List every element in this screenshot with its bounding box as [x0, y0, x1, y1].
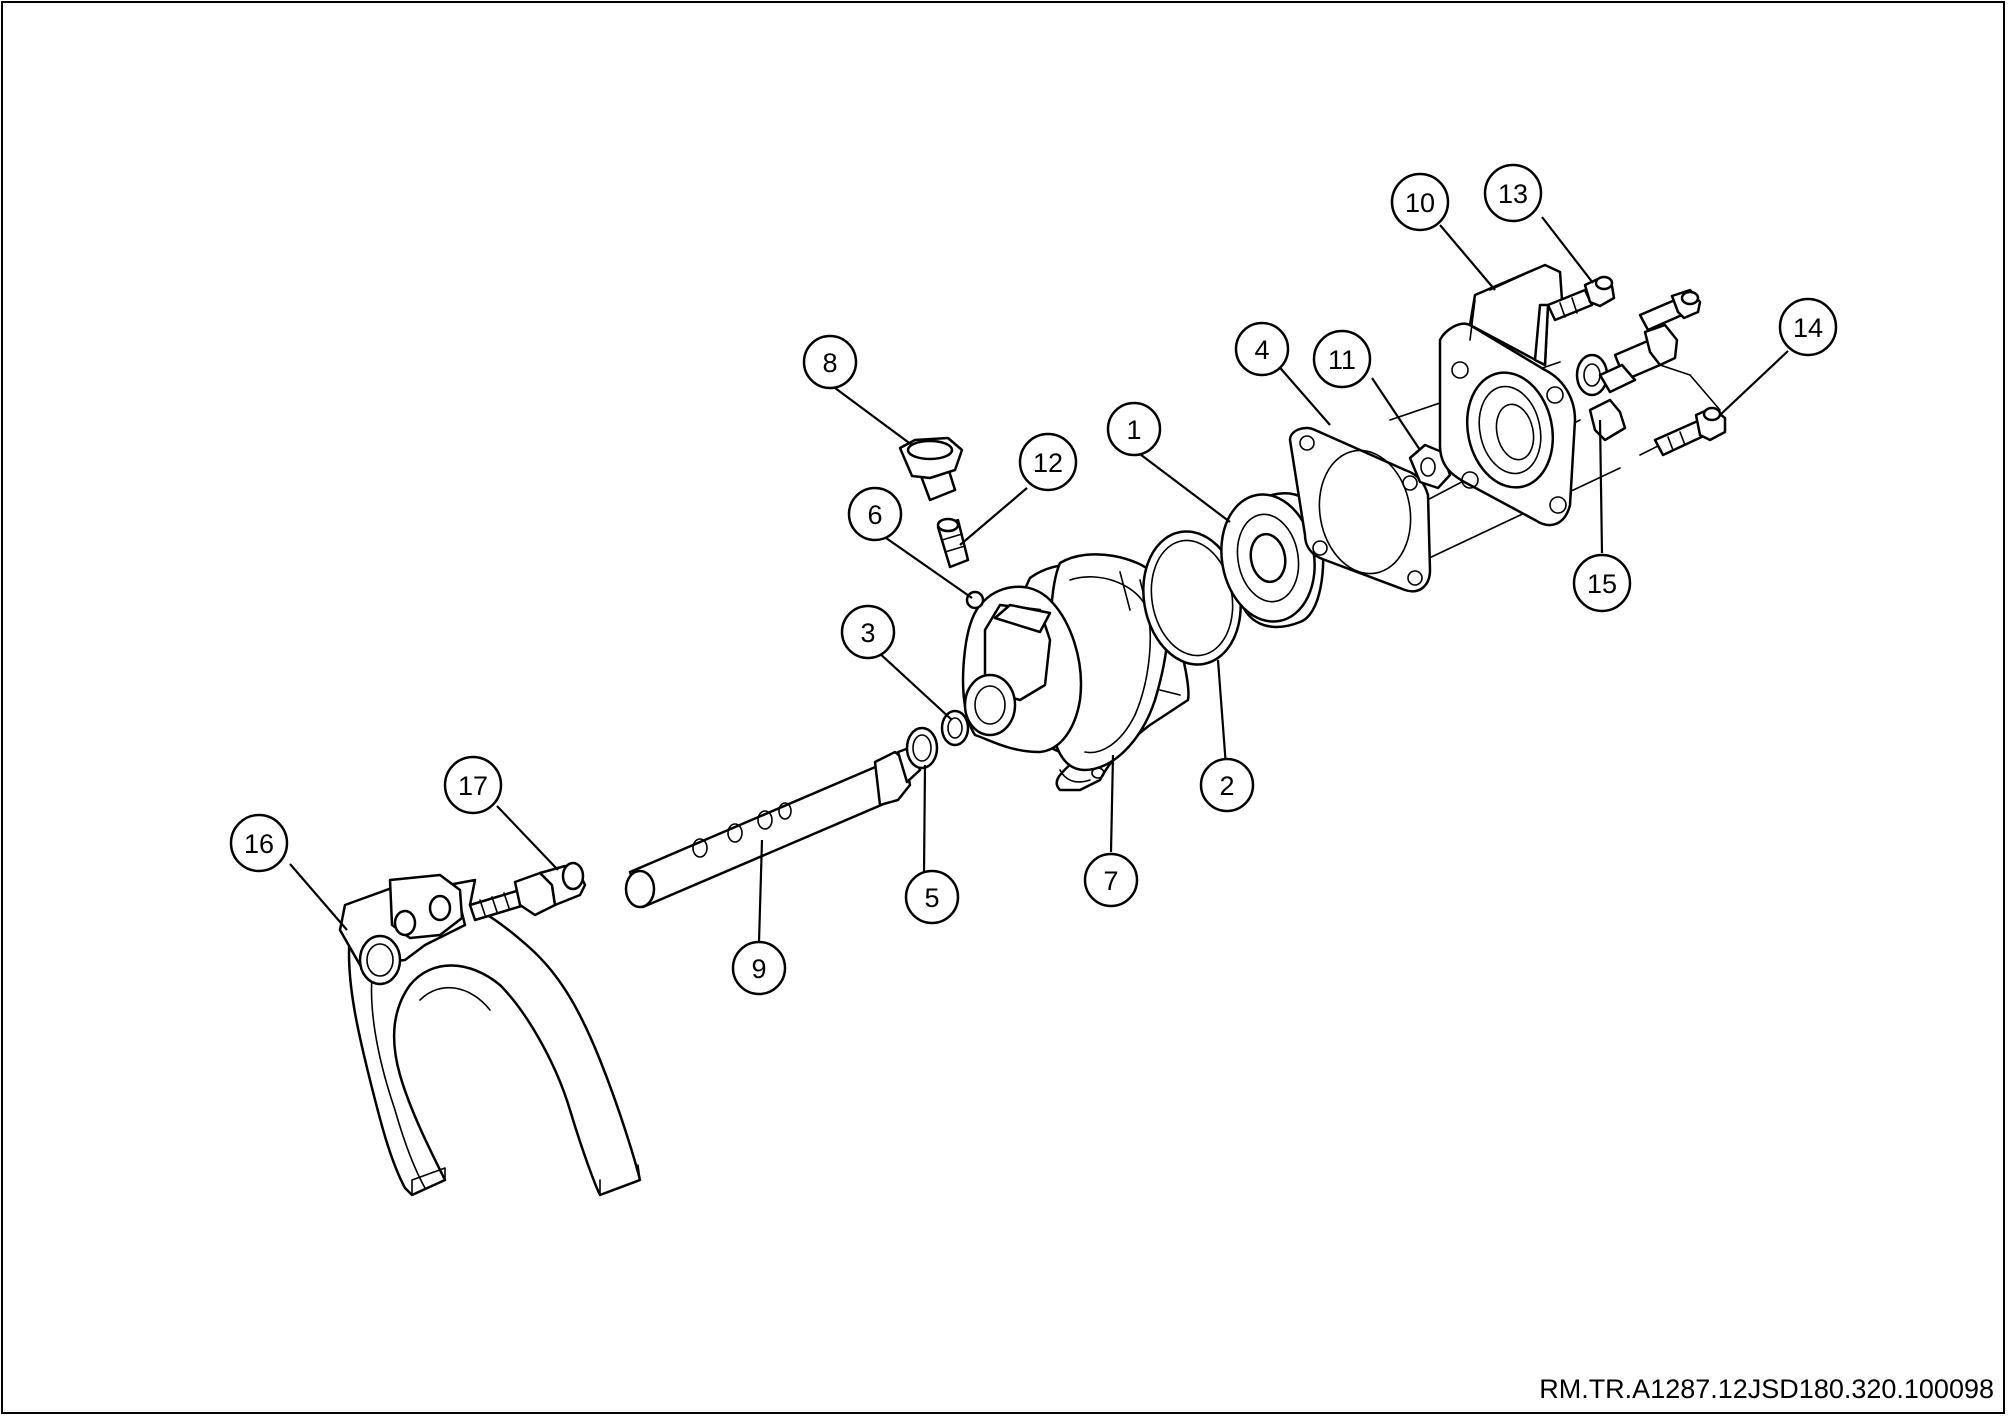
- reference-code: RM.TR.A1287.12JSD180.320.100098: [1539, 1374, 1994, 1404]
- oil-seal-small: [940, 709, 970, 747]
- shift-fork: [338, 873, 642, 1197]
- callout-14: 14: [1778, 297, 1838, 357]
- callout-7: 7: [1083, 852, 1139, 908]
- callout-8: 8: [802, 334, 858, 390]
- svg-text:8: 8: [822, 348, 837, 378]
- svg-text:17: 17: [458, 771, 488, 801]
- callout-12: 12: [1018, 432, 1078, 492]
- callout-6: 6: [847, 486, 903, 542]
- o-ring-small: [905, 726, 939, 770]
- callout-15: 15: [1572, 553, 1632, 613]
- callout-16: 16: [229, 813, 289, 873]
- svg-text:3: 3: [860, 618, 875, 648]
- cover-bracket: [1438, 263, 1577, 527]
- detent-spring: [936, 517, 970, 569]
- svg-text:9: 9: [751, 954, 766, 984]
- callout-2: 2: [1199, 757, 1255, 813]
- svg-text:1: 1: [1126, 415, 1141, 445]
- callout-10: 10: [1390, 172, 1450, 232]
- callout-4: 4: [1234, 321, 1290, 377]
- plug-bolt: [898, 436, 964, 502]
- svg-text:12: 12: [1033, 448, 1063, 478]
- bolt-cluster: [1588, 288, 1727, 457]
- svg-text:16: 16: [244, 829, 274, 859]
- svg-text:15: 15: [1587, 569, 1617, 599]
- callout-1: 1: [1106, 401, 1162, 457]
- fork-bolt: [468, 861, 587, 922]
- svg-text:4: 4: [1254, 335, 1269, 365]
- shift-rod: [624, 745, 922, 909]
- svg-text:14: 14: [1793, 313, 1823, 343]
- callout-17: 17: [443, 755, 503, 815]
- bearing: [1220, 492, 1325, 629]
- svg-text:7: 7: [1103, 866, 1118, 896]
- bolt-upper: [1546, 275, 1616, 322]
- callout-5: 5: [904, 869, 960, 925]
- callout-3: 3: [840, 604, 896, 660]
- svg-text:2: 2: [1219, 771, 1234, 801]
- gasket: [1288, 426, 1432, 593]
- svg-text:6: 6: [867, 500, 882, 530]
- detent-ball: [965, 590, 985, 610]
- svg-text:10: 10: [1405, 188, 1435, 218]
- callout-11: 11: [1312, 329, 1372, 389]
- svg-text:13: 13: [1498, 179, 1528, 209]
- svg-text:5: 5: [924, 883, 939, 913]
- callout-13: 13: [1483, 163, 1543, 223]
- callout-9: 9: [731, 940, 787, 996]
- svg-text:11: 11: [1328, 345, 1356, 375]
